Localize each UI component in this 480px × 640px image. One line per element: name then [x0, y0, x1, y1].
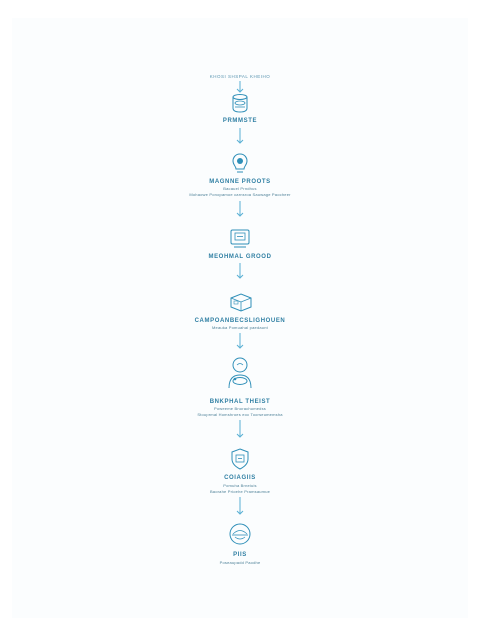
step-1-label: PRMMSTE — [222, 118, 258, 124]
arrow-down-icon — [236, 333, 244, 349]
step-7-line-1: Poseaupadd Paodhe — [219, 560, 261, 565]
arrow-down-icon — [236, 128, 244, 144]
step-6-label: COIAGIIS — [224, 475, 256, 481]
step-5-label: BNKPHAL THEIST — [209, 399, 271, 405]
shield-icon — [231, 448, 249, 470]
arrow-down-icon — [236, 81, 244, 93]
step-2-line-1: Bacauel Prndhus — [223, 186, 257, 191]
step-6-line-1: Pomuha Brneiuis — [223, 483, 257, 488]
device-icon — [230, 229, 250, 248]
plate-icon — [229, 523, 251, 545]
arrow-down-icon — [236, 201, 244, 217]
step-5-line-2: Stouprmal Homshroes eoc Toorseumemsha — [197, 412, 283, 417]
step-4-label: CAMPOANBECSLIGHOUEN — [194, 318, 286, 324]
diagram-canvas — [12, 18, 468, 618]
step-6-line-2: Baorahe Prioehe Pramsaumue — [209, 489, 271, 494]
jar-icon — [232, 94, 248, 113]
step-2-label: MAGNNE PROOTS — [209, 179, 271, 185]
bulb-icon — [232, 153, 248, 173]
step-7-label: PIIS — [233, 552, 247, 558]
box-icon — [230, 293, 252, 312]
arrow-down-icon — [236, 263, 244, 279]
person-icon — [228, 357, 252, 389]
top-caption: KHOSI SHSPAL KHEIHO — [209, 74, 271, 79]
step-4-line-1: Meauka Pomuahal paedaunt — [212, 325, 268, 330]
arrow-down-icon — [236, 497, 244, 515]
step-5-line-1: Poweeme Bnorachumedss — [213, 406, 266, 411]
step-2-line-2: Mohaowe Ponopamoe carnsroa Sauwage Paoch… — [189, 192, 291, 197]
step-3-label: MEOHMAL GROOD — [208, 254, 272, 260]
arrow-down-icon — [236, 420, 244, 438]
